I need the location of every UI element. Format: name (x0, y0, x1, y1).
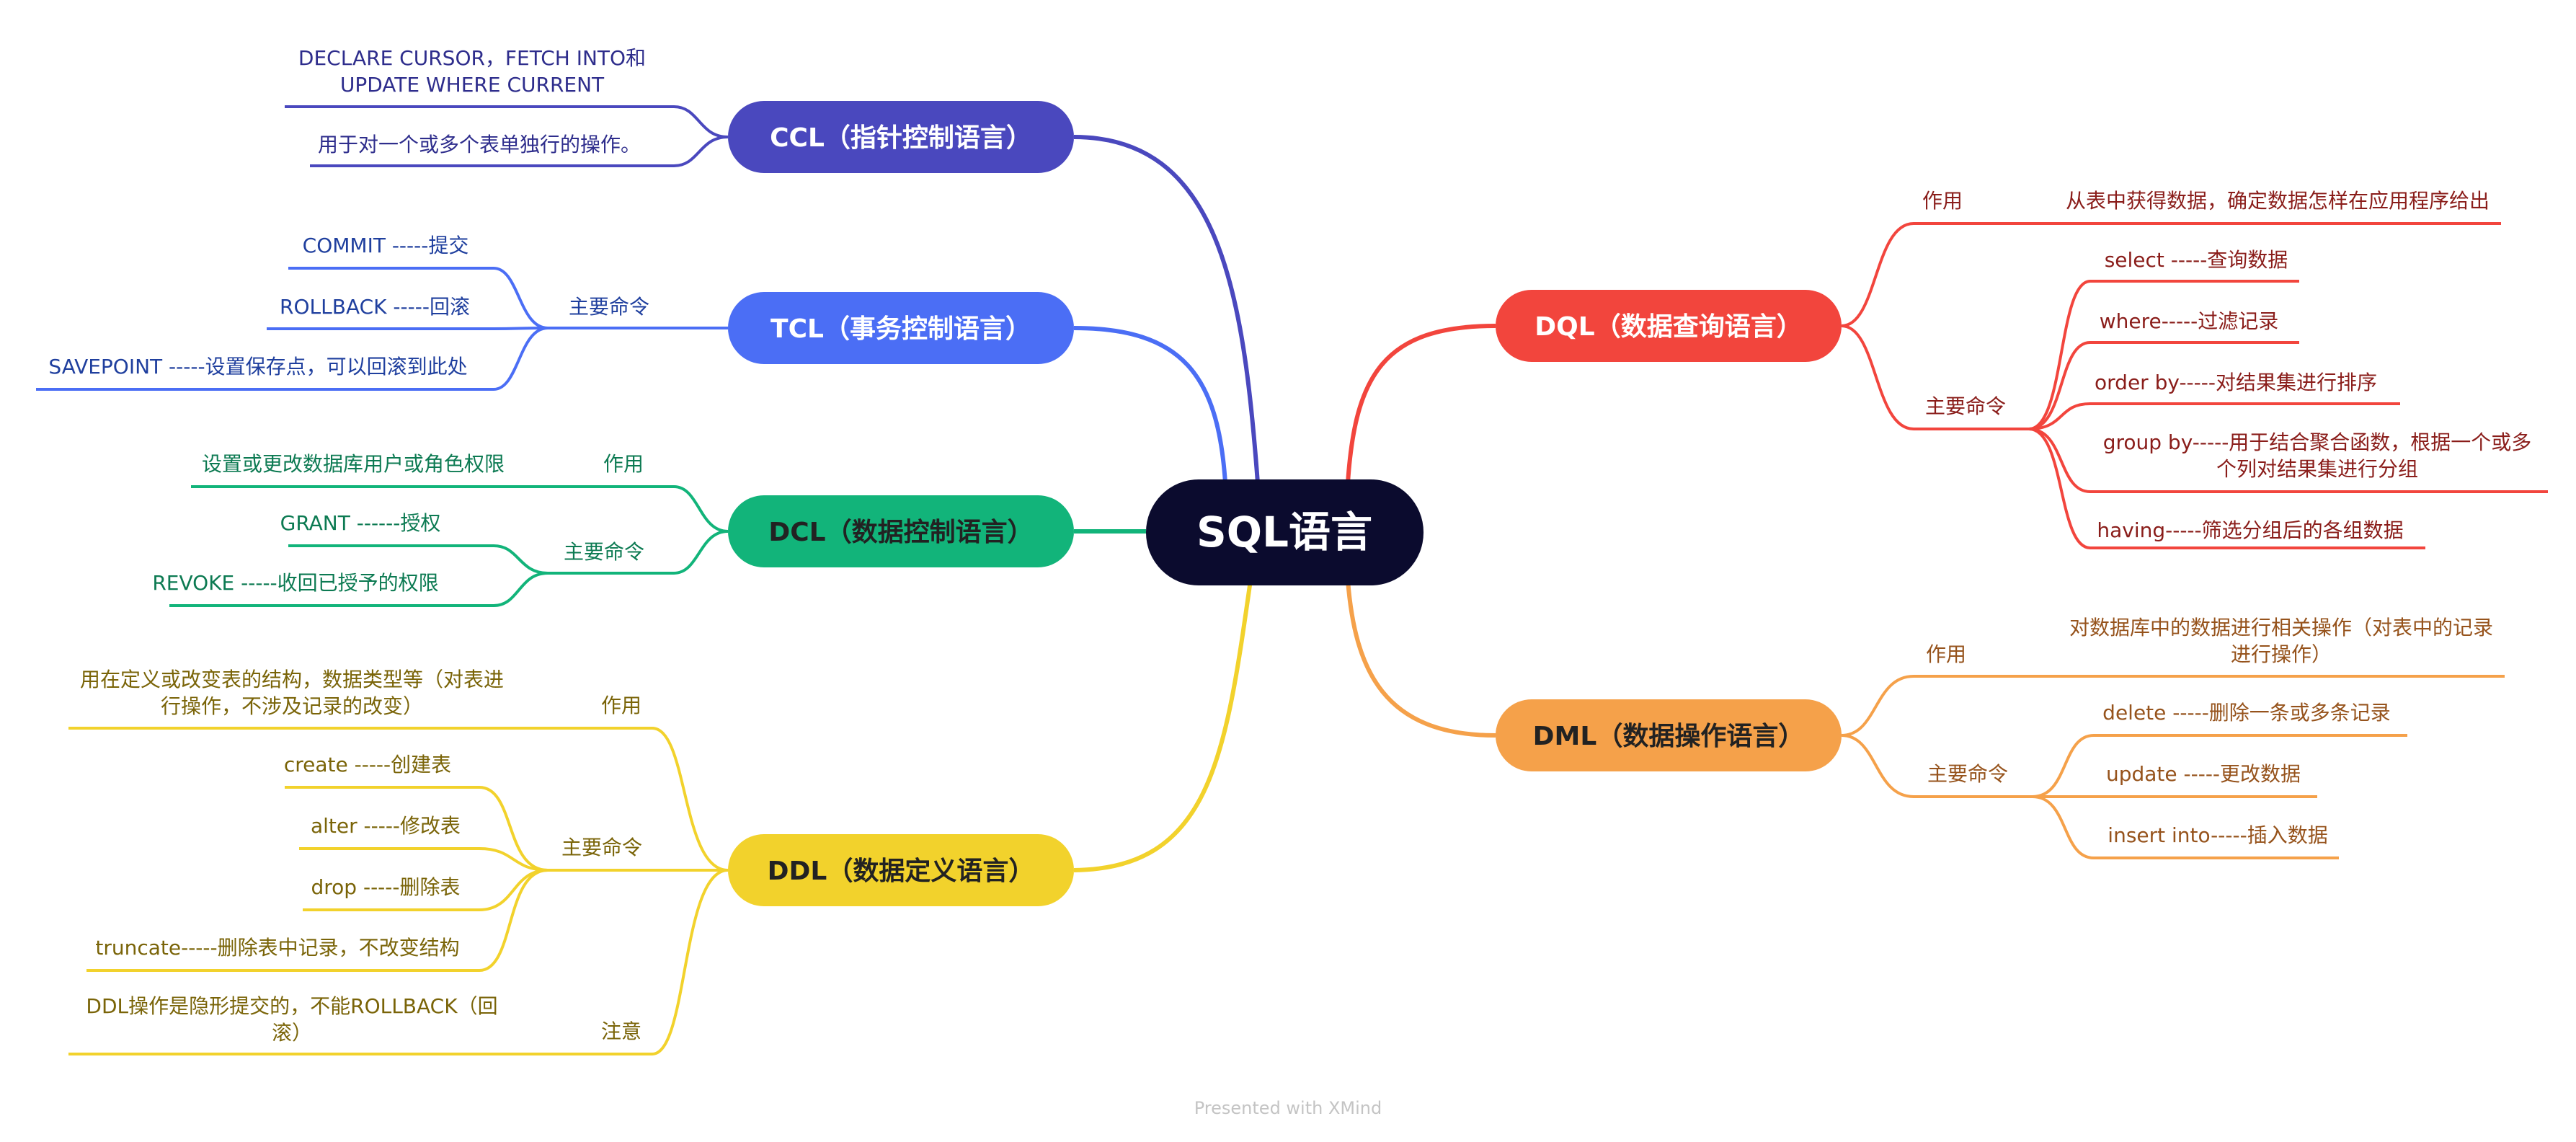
connector-ddl-1 (285, 786, 548, 872)
ddl-item-truncate: truncate-----删除表中记录，不改变结构 (95, 936, 459, 960)
ccl-label: CCL（指针控制语言） (770, 123, 1032, 153)
dcl-item-revoke: REVOKE -----收回已授予的权限 (152, 571, 438, 595)
connector-ddl-4 (86, 869, 548, 972)
connector-root-ddl (1073, 580, 1253, 872)
connector-dql-4 (2028, 428, 2548, 493)
root-label: SQL语言 (1196, 508, 1372, 557)
dml-label: DML（数据操作语言） (1533, 722, 1805, 751)
dcl-item-grant: GRANT ------授权 (280, 511, 441, 535)
connector-root-dml (1346, 580, 1496, 738)
connector-dql-group (1841, 324, 2029, 430)
ccl-item-usage: 用于对一个或多个表单独行的操作。 (318, 133, 641, 156)
dql-label: DQL（数据查询语言） (1535, 312, 1802, 342)
connector-ccl-1 (285, 105, 729, 138)
connector-ccl-2 (310, 136, 729, 167)
ddl-item-drop: drop -----删除表 (311, 875, 461, 899)
connector-dcl-role (191, 485, 729, 533)
ddl-role-line-1: 用在定义或改变表的结构，数据类型等（对表进 (80, 668, 504, 691)
ddl-item-create: create -----创建表 (284, 753, 451, 776)
connector-dml-role (1841, 675, 2505, 737)
dml-role-label: 作用 (1926, 642, 1966, 666)
node-tcl[interactable]: TCL（事务控制语言） (728, 292, 1074, 364)
ddl-item-alter: alter -----修改表 (311, 814, 461, 838)
footer-credit: Presented with XMind (1194, 1098, 1382, 1118)
dql-role-label: 作用 (1922, 189, 1963, 213)
dml-role-line-1: 对数据库中的数据进行相关操作（对表中的记录 (2069, 616, 2493, 639)
dml-item-insert: insert into-----插入数据 (2108, 823, 2327, 847)
dml-item-delete: delete -----删除一条或多条记录 (2102, 701, 2391, 725)
ddl-role-label: 作用 (601, 694, 641, 717)
ddl-note-line-2: 滚） (272, 1021, 312, 1045)
connector-dcl-2 (169, 572, 548, 607)
connector-dql-role (1841, 222, 2501, 327)
connector-ddl-2 (299, 847, 548, 872)
dml-item-update: update -----更改数据 (2106, 762, 2301, 786)
connectors (36, 105, 2548, 1055)
ccl-item-line-1: DECLARE CURSOR，FETCH INTO和 (298, 46, 646, 70)
node-dml[interactable]: DML（数据操作语言） (1496, 699, 1842, 771)
ddl-label: DDL（数据定义语言） (768, 856, 1035, 886)
dml-role-line-2: 进行操作） (2231, 642, 2332, 666)
dql-item-groupby-line-1: group by-----用于结合聚合函数，根据一个或多 (2103, 430, 2532, 454)
dql-role-text: 从表中获得数据，确定数据怎样在应用程序给出 (2066, 189, 2490, 213)
node-ddl[interactable]: DDL（数据定义语言） (728, 834, 1074, 906)
connector-root-ccl (1073, 135, 1260, 484)
tcl-item-rollback: ROLLBACK -----回滚 (280, 295, 470, 319)
root-node[interactable]: SQL语言 (1146, 479, 1424, 585)
dcl-role-text: 设置或更改数据库用户或角色权限 (202, 452, 505, 476)
connector-dql-3 (2028, 402, 2400, 430)
ddl-role-line-2: 行操作，不涉及记录的改变） (161, 694, 423, 718)
node-dcl[interactable]: DCL（数据控制语言） (728, 495, 1074, 567)
connector-dml-group (1841, 734, 2033, 798)
ccl-item-line-2: UPDATE WHERE CURRENT (340, 73, 605, 97)
connector-tcl-3 (36, 327, 548, 391)
node-dql[interactable]: DQL（数据查询语言） (1496, 290, 1842, 362)
ddl-note-label: 注意 (601, 1019, 641, 1043)
connector-root-tcl (1073, 326, 1227, 484)
connector-dql-1 (2028, 280, 2299, 430)
dql-item-having: having-----筛选分组后的各组数据 (2097, 518, 2403, 542)
connector-dql-2 (2028, 341, 2299, 430)
dcl-label: DCL（数据控制语言） (768, 518, 1033, 547)
dql-item-orderby: order by-----对结果集进行排序 (2095, 371, 2377, 394)
dml-group-label: 主要命令 (1927, 762, 2008, 786)
connector-ddl-role (68, 727, 729, 872)
connector-dql-5 (2028, 428, 2425, 549)
tcl-label: TCL（事务控制语言） (770, 314, 1031, 344)
dql-item-groupby-line-2: 个列对结果集进行分组 (2216, 457, 2418, 481)
tcl-group-label: 主要命令 (569, 295, 649, 319)
tcl-item-commit: COMMIT -----提交 (303, 234, 469, 257)
connector-tcl-2 (267, 327, 548, 330)
dql-item-where: where-----过滤记录 (2100, 309, 2279, 333)
dql-group-label: 主要命令 (1925, 394, 2006, 418)
dcl-role-label: 作用 (603, 452, 644, 476)
connector-ddl-note (68, 869, 729, 1055)
connector-dml-1 (2032, 734, 2407, 798)
ddl-group-label: 主要命令 (561, 836, 642, 859)
connector-dml-3 (2032, 795, 2339, 859)
tcl-item-savepoint: SAVEPOINT -----设置保存点，可以回滚到此处 (48, 355, 467, 379)
node-ccl[interactable]: CCL（指针控制语言） (728, 101, 1074, 173)
connector-tcl-1 (288, 267, 548, 329)
ddl-note-line-1: DDL操作是隐形提交的，不能ROLLBACK（回 (86, 994, 497, 1018)
dcl-group-label: 主要命令 (564, 540, 644, 564)
dql-item-select: select -----查询数据 (2105, 248, 2288, 272)
connector-root-dql (1346, 324, 1496, 484)
connector-dcl-1 (288, 544, 548, 575)
connector-dcl-group (548, 530, 729, 575)
